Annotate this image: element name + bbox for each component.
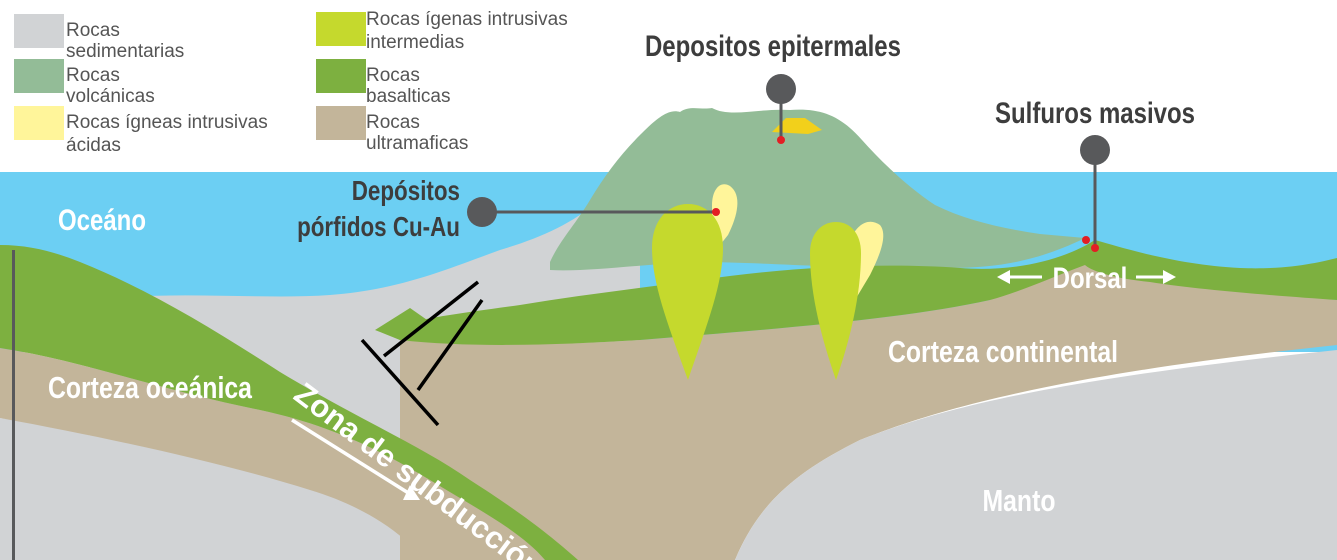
mantle-left [0, 418, 560, 560]
subduction-arrow-icon [291, 418, 420, 500]
legend-swatch-intermediate-intrusive [316, 12, 366, 46]
legend-swatch-ultramafic [316, 106, 366, 140]
mantle-right [735, 350, 1337, 560]
oceanic-crust [0, 348, 545, 560]
legend-label-intermediate-intrusive-1: Rocas ígenas intrusivas [366, 9, 568, 30]
arrow-left-icon [997, 270, 1042, 284]
left-edge [12, 250, 15, 560]
legend-swatch-basaltic [316, 59, 366, 93]
intermediate-intrusive-1 [652, 204, 723, 380]
label-ocean: Oceáno [58, 202, 146, 236]
legend: Rocas sedimentarias Rocas volcánicas Roc… [0, 0, 640, 170]
label-ridge: Dorsal [1053, 260, 1128, 294]
legend-swatch-acid-intrusive [14, 106, 64, 140]
label-continental-crust: Corteza continental [888, 334, 1118, 368]
fault-lines [360, 280, 484, 427]
legend-swatch-sedimentary [14, 14, 64, 48]
legend-label-intermediate-intrusive-2: intermedias [366, 32, 465, 53]
legend-label-volcanic: Rocas volcánicas [66, 65, 155, 107]
deposit-dot-sulfides-2 [1091, 244, 1099, 252]
label-porphyry-line2: pórfidos Cu-Au [297, 212, 460, 243]
deposit-dot-epithermal [777, 136, 785, 144]
legend-label-acid-intrusive-2: ácidas [66, 135, 121, 156]
label-epithermal: Depositos epitermales [645, 28, 901, 62]
legend-label-basaltic: Rocas basalticas [366, 65, 451, 107]
label-mantle: Manto [983, 483, 1056, 517]
label-porphyry-line1: Depósitos [352, 176, 460, 207]
label-massive-sulfides: Sulfuros masivos [995, 95, 1195, 129]
marker-pin-porphyry[interactable] [467, 197, 720, 227]
small-basalt-block [375, 308, 430, 340]
legend-label-acid-intrusive-1: Rocas ígneas intrusivas [66, 112, 268, 133]
legend-swatch-volcanic [14, 59, 64, 93]
continental-crust [400, 240, 1337, 560]
label-oceanic-crust: Corteza oceánica [48, 370, 252, 404]
epithermal-vein [772, 118, 822, 134]
arrow-right-icon [1136, 270, 1176, 284]
intermediate-intrusive-2 [810, 222, 861, 380]
deposit-dot-sulfides-1 [1082, 236, 1090, 244]
legend-label-ultramafic: Rocas ultramaficas [366, 112, 469, 154]
marker-pin-sulfides[interactable] [1080, 135, 1110, 252]
legend-label-sedimentary: Rocas sedimentarias [66, 20, 185, 62]
marker-pin-epithermal[interactable] [766, 74, 796, 144]
basaltic-layer [0, 245, 578, 560]
deposit-dot-porphyry [712, 208, 720, 216]
